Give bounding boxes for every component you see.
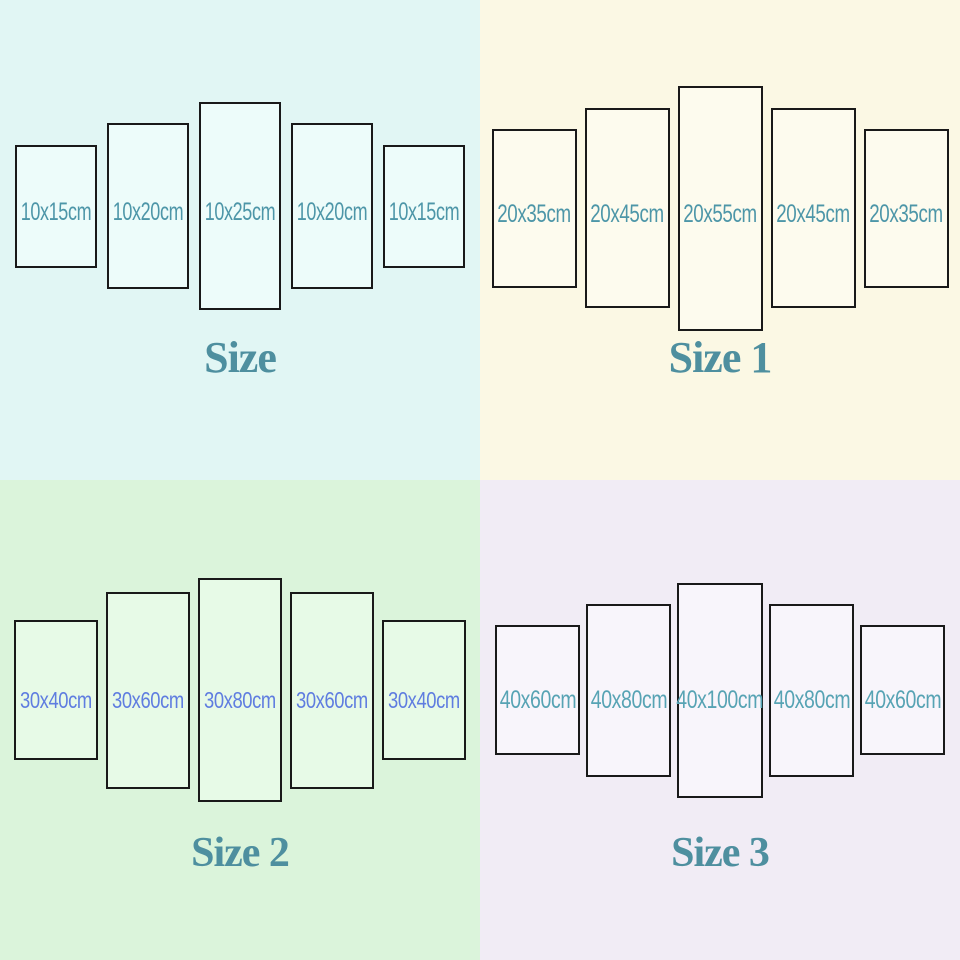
- size-panel: 20x35cm: [863, 128, 949, 288]
- size-panel: 10x25cm: [199, 102, 281, 310]
- panel-size-label: 40x80cm: [773, 685, 850, 714]
- panel-size-label: 10x20cm: [112, 197, 184, 226]
- size-panel: 20x35cm: [491, 128, 577, 288]
- quadrant-title-size-1: Size 1: [668, 333, 773, 382]
- panel-size-label: 40x60cm: [864, 685, 941, 714]
- panel-size-label: 40x60cm: [499, 685, 576, 714]
- size-panel: 10x20cm: [291, 123, 373, 289]
- panel-size-label: 40x100cm: [676, 685, 764, 714]
- size-panel: 40x60cm: [495, 625, 580, 755]
- size-panel: 40x100cm: [676, 582, 764, 798]
- panel-size-label: 30x40cm: [20, 686, 92, 713]
- panel-size-label: 10x20cm: [296, 197, 368, 226]
- size-panel: 40x60cm: [860, 625, 945, 755]
- quadrant-size-3: 40x60cm 40x80cm 40x100cm 40x80cm 40x60cm Siz…: [480, 480, 960, 960]
- size-panel: 20x55cm: [677, 85, 763, 331]
- size-panel: 10x20cm: [107, 123, 189, 289]
- panel-size-label: 10x15cm: [388, 197, 460, 226]
- panel-size-label: 30x80cm: [204, 686, 276, 713]
- size-panel: 30x80cm: [198, 578, 282, 802]
- panel-row-size-2: 30x40cm 30x60cm 30x80cm 30x60cm 30x40cm: [0, 480, 480, 900]
- quadrant-title-size: Size: [204, 333, 277, 382]
- quadrant-size-1: 20x35cm 20x45cm 20x55cm 20x45cm 20x35cm Size…: [480, 0, 960, 480]
- panel-size-label: 20x45cm: [590, 199, 664, 228]
- quadrant-size: 10x15cm 10x20cm 10x25cm 10x20cm 10x15cm Size: [0, 0, 480, 480]
- size-panel: 20x45cm: [584, 108, 670, 308]
- size-panel: 30x40cm: [14, 620, 98, 760]
- size-panel: 30x60cm: [290, 591, 374, 789]
- panel-size-label: 20x35cm: [497, 199, 571, 228]
- quadrant-size-2: 30x40cm 30x60cm 30x80cm 30x60cm 30x40cm Size…: [0, 480, 480, 960]
- panel-size-label: 20x45cm: [776, 199, 850, 228]
- size-panel: 40x80cm: [586, 603, 671, 777]
- size-panel: 30x40cm: [382, 620, 466, 760]
- panel-size-label: 30x40cm: [388, 686, 460, 713]
- quadrant-title-size-2: Size 2: [191, 830, 290, 876]
- panel-size-label: 10x15cm: [20, 197, 92, 226]
- panel-size-label: 30x60cm: [296, 686, 368, 713]
- size-panel: 40x80cm: [769, 603, 854, 777]
- panel-size-label: 30x60cm: [112, 686, 184, 713]
- size-panel: 30x60cm: [106, 591, 190, 789]
- panel-size-label: 10x25cm: [204, 197, 276, 226]
- panel-row-size: 10x15cm 10x20cm 10x25cm 10x20cm 10x15cm: [0, 0, 480, 412]
- panel-size-label: 40x80cm: [590, 685, 667, 714]
- quadrant-title-size-3: Size 3: [671, 830, 770, 876]
- size-panel: 20x45cm: [770, 108, 856, 308]
- panel-size-label: 20x35cm: [869, 199, 943, 228]
- panel-row-size-1: 20x35cm 20x45cm 20x55cm 20x45cm 20x35cm: [480, 0, 960, 416]
- panel-row-size-3: 40x60cm 40x80cm 40x100cm 40x80cm 40x60cm: [480, 480, 960, 900]
- size-panel: 10x15cm: [15, 144, 97, 268]
- size-panel: 10x15cm: [383, 144, 465, 268]
- panel-size-label: 20x55cm: [683, 199, 757, 228]
